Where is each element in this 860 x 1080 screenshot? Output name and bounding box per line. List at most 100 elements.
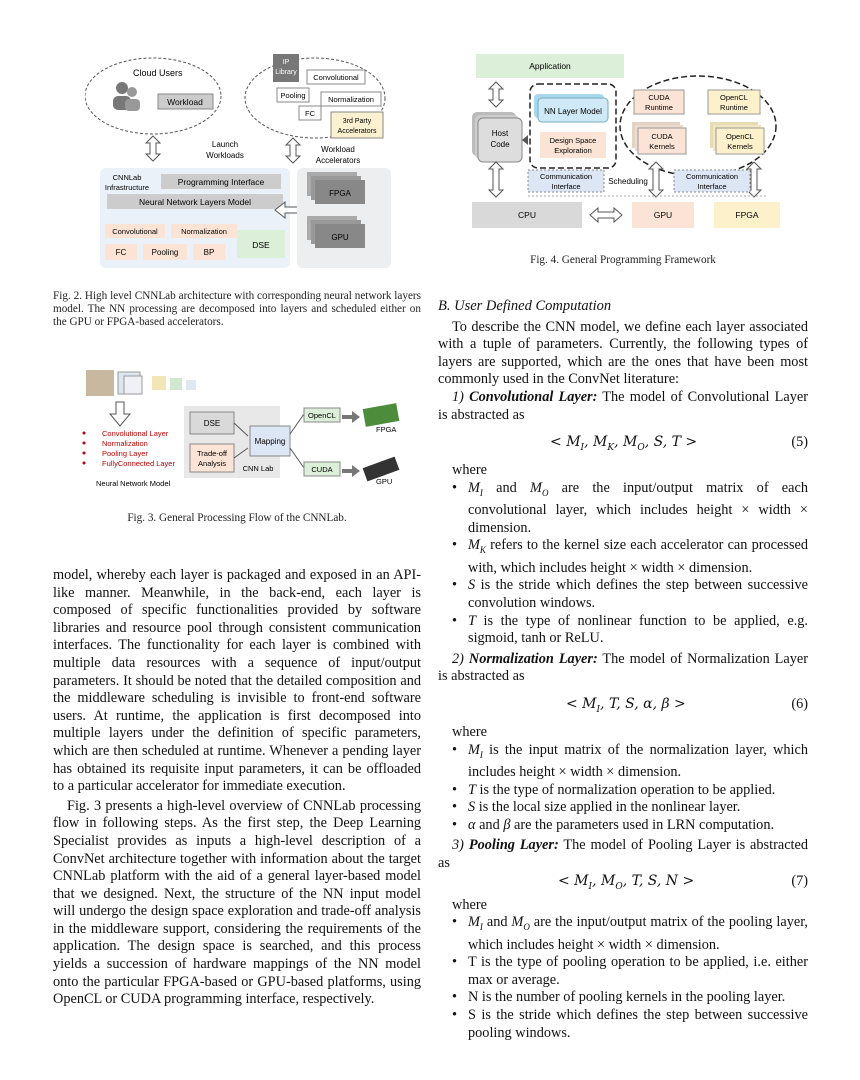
- opencl-runtime-box: [707, 89, 761, 115]
- host-code-line1: Host: [492, 129, 509, 138]
- layer-pooling-label: Pooling: [152, 248, 179, 257]
- tradeoff-line1: Trade-off: [197, 449, 228, 458]
- list-item: T is the type of pooling operation to be…: [438, 954, 808, 989]
- ip-convolutional-label: Convolutional: [313, 73, 359, 82]
- opencl-kernels-box: [715, 127, 765, 155]
- subsection-number: 1): [452, 388, 464, 405]
- list-item: MK refers to the kernel size each accele…: [438, 537, 808, 577]
- nn-model-label: Neural Network Model: [96, 479, 171, 488]
- dse-box: [237, 230, 285, 258]
- layer-bp-label: BP: [204, 248, 215, 257]
- launch-workloads-line1: Launch: [212, 140, 238, 149]
- programming-interface-label: Programming Interface: [178, 177, 265, 187]
- arrow-connector: [233, 422, 249, 437]
- layer-normalization-box: [171, 224, 237, 238]
- figure-2-caption: Fig. 2. High level CNNLab architecture w…: [53, 290, 421, 328]
- arrow-connector: [289, 447, 305, 469]
- double-arrow-icon: [589, 206, 623, 224]
- scheduling-label: Scheduling: [608, 177, 648, 186]
- cnnlab-infrastructure-line2: Infrastructure: [105, 183, 149, 192]
- arrow-icon: [522, 135, 528, 145]
- nn-layers-model-label: Neural Network Layers Model: [139, 197, 251, 207]
- cuda-box: [303, 461, 341, 477]
- opencl-kernels-line1: OpenCL: [726, 132, 754, 141]
- application-label: Application: [529, 61, 571, 71]
- ip-pooling-label: Pooling: [280, 91, 305, 100]
- cuda-runtime-line1: CUDA: [648, 93, 669, 102]
- list-item: T is the type of normalization operation…: [438, 782, 808, 800]
- cpu-box: [472, 202, 582, 228]
- third-party-line1: 3rd Party: [343, 118, 372, 125]
- equation-number: (5): [791, 434, 808, 451]
- section-heading: B. User Defined Computation: [438, 298, 612, 314]
- nn-layers-model-box: [107, 194, 283, 209]
- figure-3-diagram: Convolutional Layer Normalization Poolin…: [82, 370, 400, 488]
- dse-label: DSE: [204, 419, 220, 428]
- cloud-users-cloud: [85, 57, 222, 135]
- right-column: B. User Defined Computation To describe …: [438, 298, 808, 1042]
- opencl-box: [303, 407, 341, 423]
- subsection-number: 2): [452, 650, 464, 667]
- list-item: MI is the input matrix of the normalizat…: [438, 742, 808, 782]
- layer-convolutional-label: Convolutional: [112, 227, 158, 236]
- comm-interface-left-line1: Communication: [540, 172, 592, 181]
- equation-6: < MI, T, S, α, β > (6): [566, 696, 808, 715]
- double-arrow-icon: [487, 161, 505, 198]
- ip-fc-label: FC: [305, 109, 316, 118]
- norm-params-list: MI is the input matrix of the normalizat…: [438, 742, 808, 835]
- layer-bp-box: [193, 244, 225, 260]
- list-item: MI and MO are the input/output matrix of…: [438, 480, 808, 538]
- comm-interface-left-line2: Interface: [551, 182, 580, 191]
- gpu-label: GPU: [331, 233, 349, 242]
- where-label: where: [452, 896, 487, 913]
- arrow-connector: [289, 413, 305, 435]
- launch-workloads-line2: Workloads: [206, 151, 244, 160]
- layer-convolutional-box: [105, 224, 165, 238]
- tradeoff-box: [189, 443, 235, 473]
- cuda-runtime-line2: Runtime: [645, 103, 673, 112]
- double-arrow-icon: [284, 137, 302, 164]
- mapping-label: Mapping: [255, 437, 286, 446]
- conv-params-list: MI and MO are the input/output matrix of…: [438, 480, 808, 648]
- cnn-lab-label: CNN Lab: [243, 464, 274, 473]
- gpu-label: GPU: [654, 210, 672, 220]
- gpu-label: GPU: [376, 477, 392, 486]
- layer-normalization-label: Normalization: [181, 227, 227, 236]
- subsection-text: The model of Normalization Layer is abst…: [438, 650, 808, 685]
- third-party-box: [330, 111, 384, 139]
- layer-pooling-box: [143, 244, 187, 260]
- ip-normalization-box: [320, 91, 382, 107]
- equation-7: < MI, MO, T, S, N > (7): [558, 872, 808, 892]
- layer-fc-box: [105, 244, 137, 260]
- cuda-runtime-box: [633, 89, 685, 115]
- where-label: where: [452, 724, 487, 740]
- ip-fc-box: [298, 105, 322, 121]
- layer-fc-label: FC: [116, 248, 127, 257]
- tradeoff-line2: Analysis: [198, 459, 226, 468]
- double-arrow-icon: [745, 161, 763, 198]
- right-arrow-icon: [342, 465, 360, 477]
- input-images-icon: [86, 370, 196, 396]
- pool-params-list: MI and MO are the input/output matrix of…: [438, 914, 808, 1042]
- right-arrow-icon: [342, 411, 360, 423]
- fpga-label: FPGA: [735, 210, 758, 220]
- subsection-text: The model of Convolutional Layer is abst…: [438, 388, 808, 423]
- programming-interface-box: [161, 174, 281, 189]
- list-item: S is the stride which defines the step b…: [438, 577, 808, 612]
- ip-pooling-box: [276, 87, 310, 103]
- layer-item: Normalization: [102, 439, 148, 448]
- figure-4-diagram: Application Host Code NN Layer Model Des…: [472, 54, 780, 228]
- cuda-label: CUDA: [311, 465, 332, 474]
- dse-label: DSE: [252, 240, 270, 250]
- workload-label: Workload: [167, 97, 203, 107]
- double-arrow-icon: [647, 161, 665, 198]
- workload-box: [157, 93, 214, 110]
- mapping-box: [249, 425, 291, 457]
- fpga-label: FPGA: [376, 425, 396, 434]
- double-arrow-icon: [487, 81, 505, 108]
- down-arrow-icon: [108, 401, 132, 427]
- list-item: T is the type of nonlinear function to b…: [438, 613, 808, 648]
- equation-number: (6): [791, 696, 808, 712]
- left-column: model, whereby each layer is packaged an…: [53, 567, 421, 1009]
- host-code-line2: Code: [490, 140, 510, 149]
